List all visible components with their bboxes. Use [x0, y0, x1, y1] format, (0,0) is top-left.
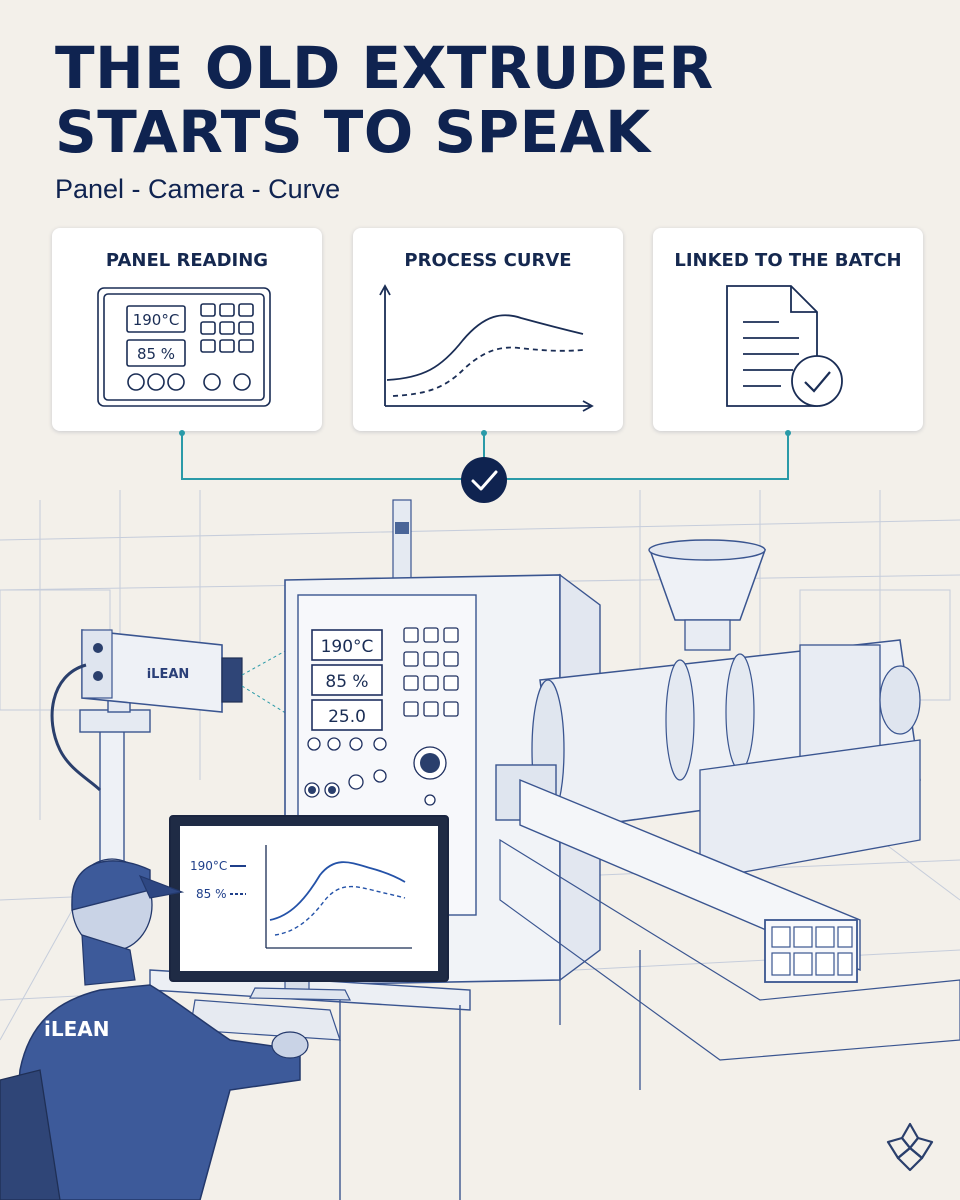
card-title-panel-reading: PANEL READING: [105, 250, 269, 271]
ilean-logo-icon: [886, 1122, 934, 1172]
line-graph-icon: [379, 284, 594, 412]
monitor-legend-percent: 85 %: [196, 887, 227, 901]
office-chair: [0, 1069, 61, 1200]
control-panel-icon: 190°C 85 %: [97, 287, 271, 407]
worker: iLEAN: [0, 858, 309, 1200]
factory-scene: iLEAN 190°C 85 % 25.0: [0, 490, 960, 1200]
monitor-chart: [265, 845, 412, 949]
card-panel-reading: PANEL READING 190°C 85 %: [52, 228, 322, 431]
machine-display-value: 25.0: [328, 707, 366, 727]
card-process-curve: PROCESS CURVE: [353, 228, 623, 431]
card-linked-to-batch: LINKED TO THE BATCH: [653, 228, 923, 431]
subtitle: Panel - Camera - Curve: [55, 174, 341, 204]
extruder: [495, 539, 960, 1090]
connector-lines: [179, 430, 791, 503]
card-panel-value-percent: 85 %: [137, 345, 175, 363]
headline-line-2: STARTS TO SPEAK: [55, 98, 651, 166]
camera: iLEAN: [50, 629, 306, 931]
headline: THE OLD EXTRUDER STARTS TO SPEAK: [55, 36, 714, 164]
card-panel-value-temp: 190°C: [133, 311, 180, 329]
card-title-linked-to-batch: LINKED TO THE BATCH: [674, 250, 902, 271]
machine-display-percent: 85 %: [325, 672, 368, 692]
jacket-brand-label: iLEAN: [44, 1017, 109, 1041]
machine-display-temp: 190°C: [321, 637, 374, 657]
card-title-process-curve: PROCESS CURVE: [404, 250, 572, 271]
desk-workstation: 190°C 85 %: [149, 815, 471, 1200]
headline-line-1: THE OLD EXTRUDER: [55, 34, 714, 102]
checkmark-icon: [461, 457, 507, 503]
monitor-legend-temp: 190°C: [190, 859, 227, 873]
document-check-icon: [726, 285, 843, 407]
camera-brand-label: iLEAN: [147, 667, 190, 682]
